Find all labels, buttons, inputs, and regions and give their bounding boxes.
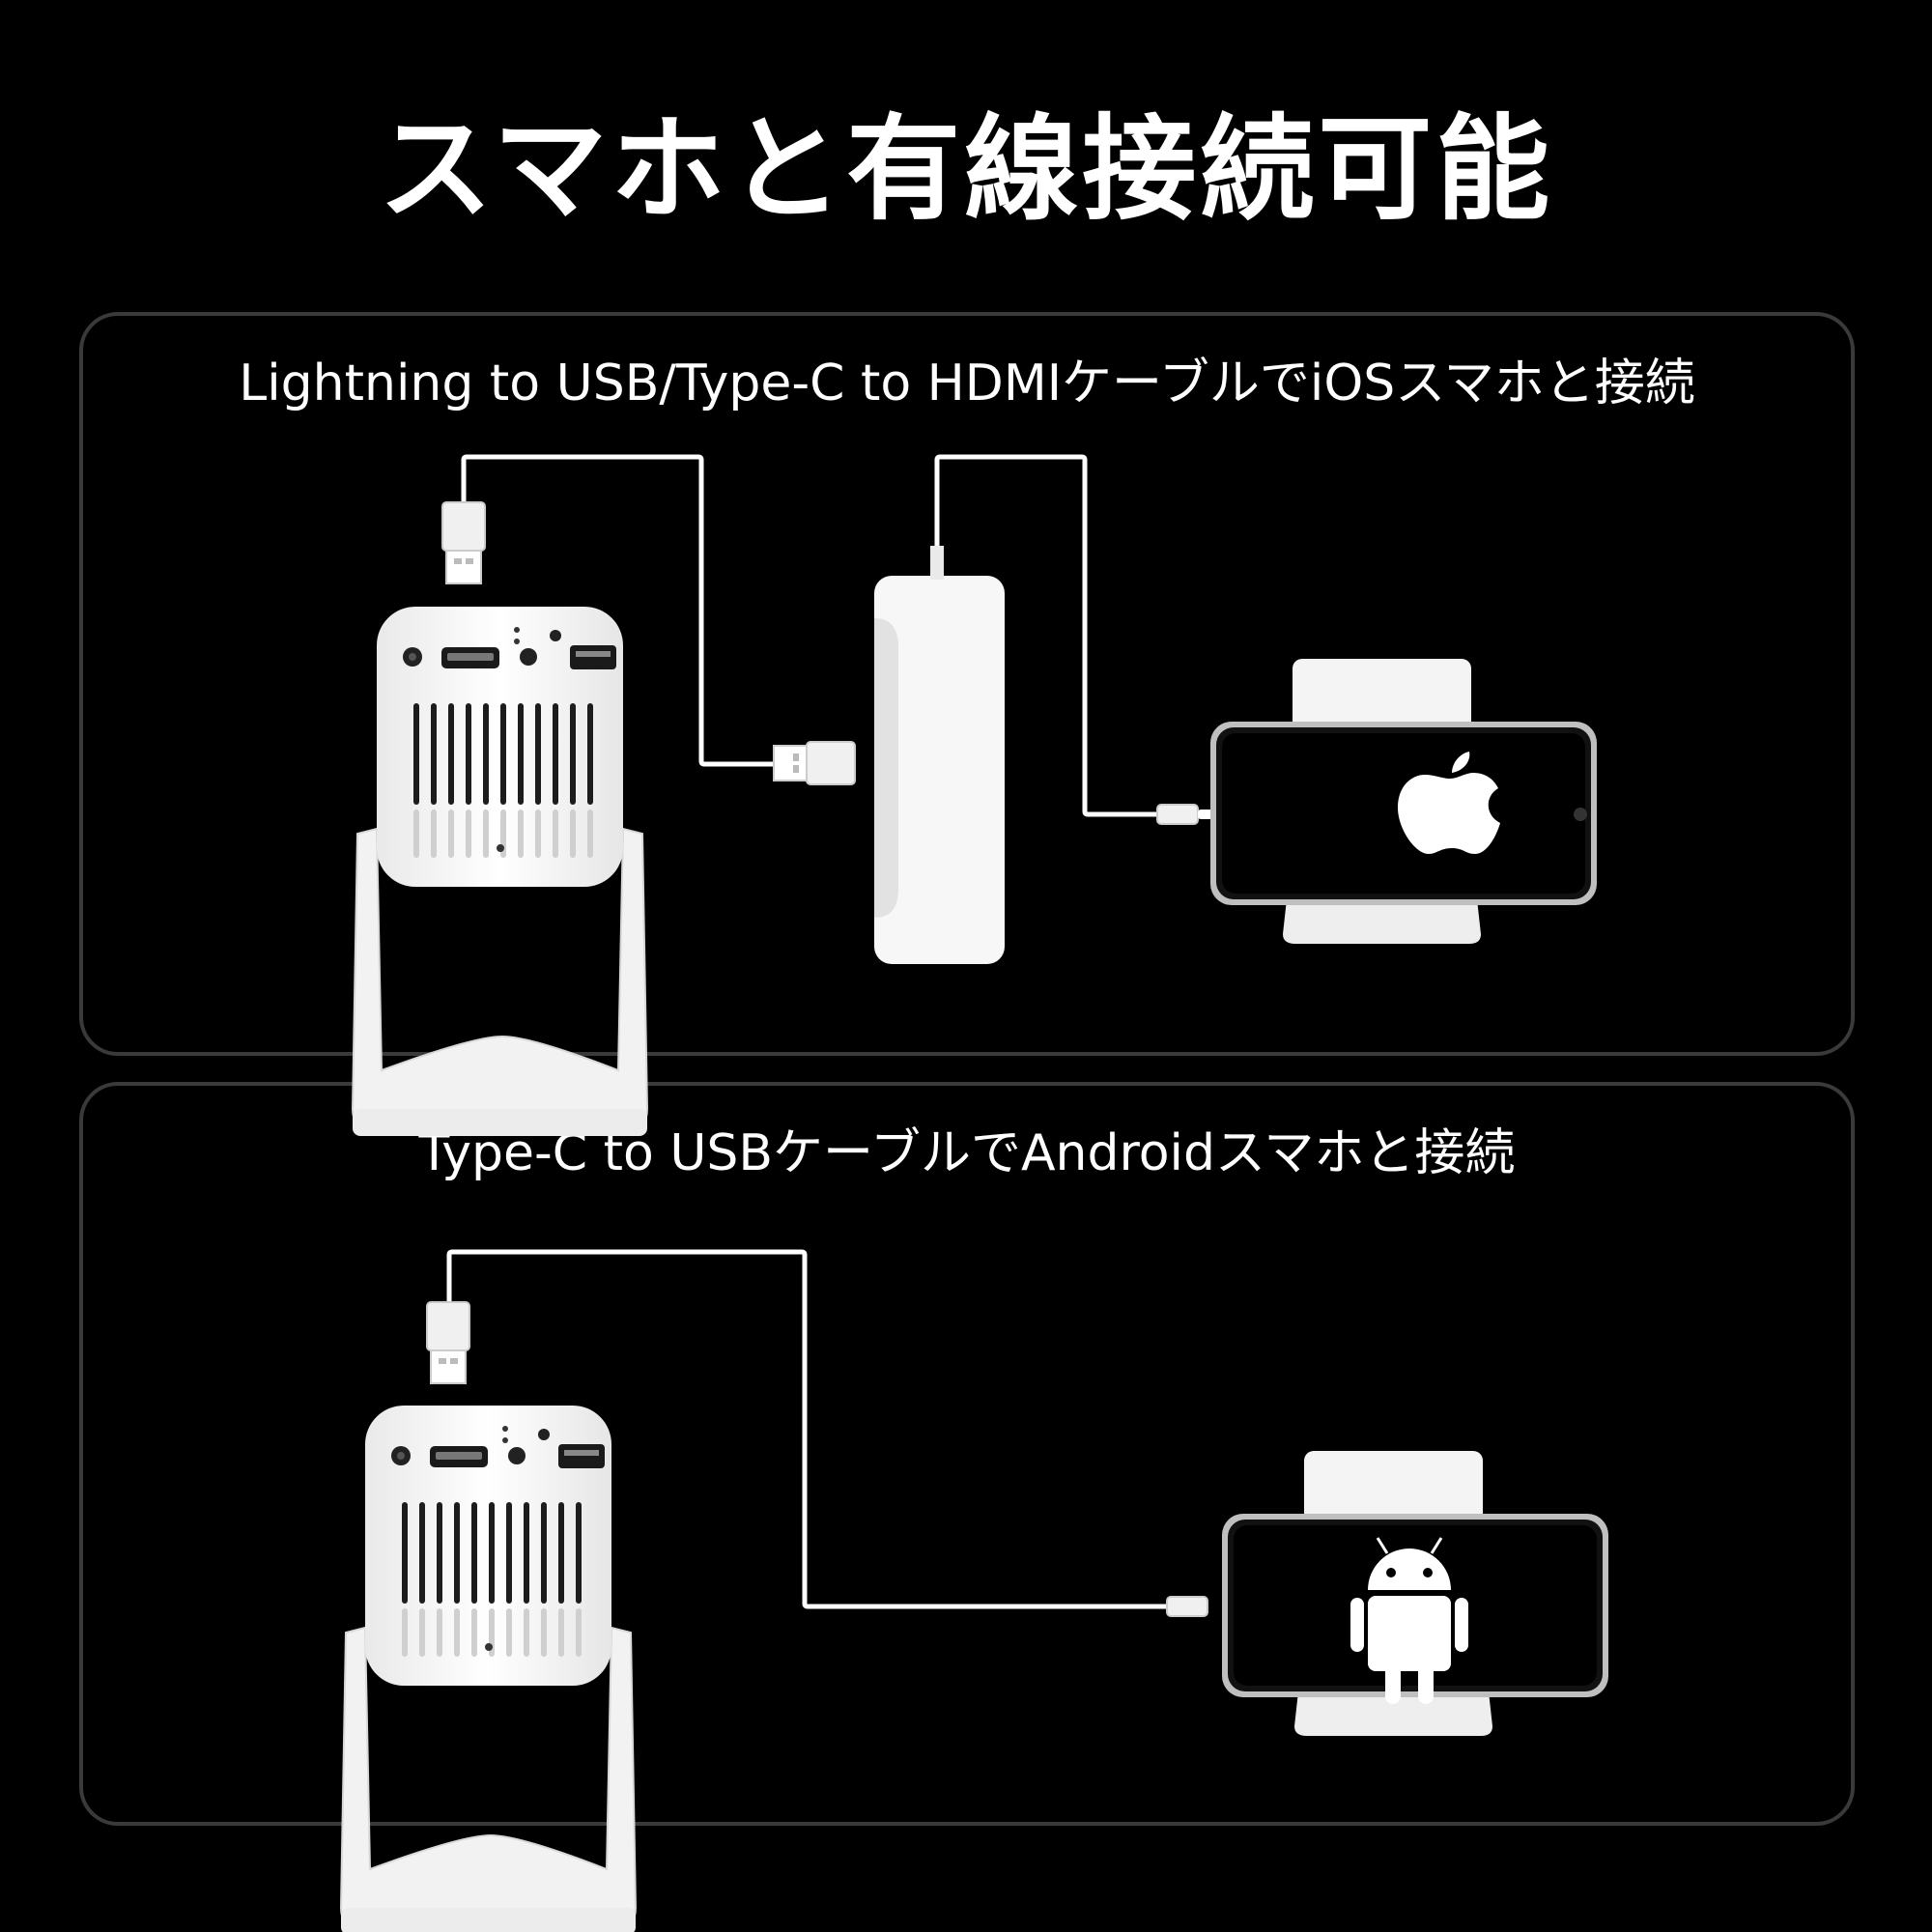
- ios-connection-panel: Lightning to USB/Type-C to HDMIケーブルでiOSス…: [79, 312, 1855, 1056]
- page-title: スマホと有線接続可能: [378, 102, 1554, 236]
- android-illustration: [340, 1249, 1608, 1932]
- usb-plug-icon-2: [773, 741, 856, 785]
- ios-panel-caption: Lightning to USB/Type-C to HDMIケーブルでiOSス…: [239, 355, 1695, 412]
- smartphone-icon-2: [1222, 1451, 1608, 1736]
- ios-illustration: [352, 454, 1597, 1137]
- lightning-cable: [934, 454, 1159, 817]
- usb-plug-icon-3: [426, 1301, 470, 1384]
- lightning-plug-icon: [1156, 804, 1199, 825]
- hdmi-adapter-icon: [874, 546, 1005, 964]
- projector-icon-2: [340, 1405, 637, 1932]
- type-c-plug-icon: [1166, 1596, 1208, 1617]
- android-logo-icon: [1350, 1537, 1468, 1704]
- type-c-cable: [446, 1249, 1169, 1609]
- usb-cable-1: [461, 454, 778, 767]
- projector-icon: [352, 606, 648, 1137]
- usb-plug-icon: [441, 501, 486, 584]
- apple-logo-icon: [1398, 752, 1500, 854]
